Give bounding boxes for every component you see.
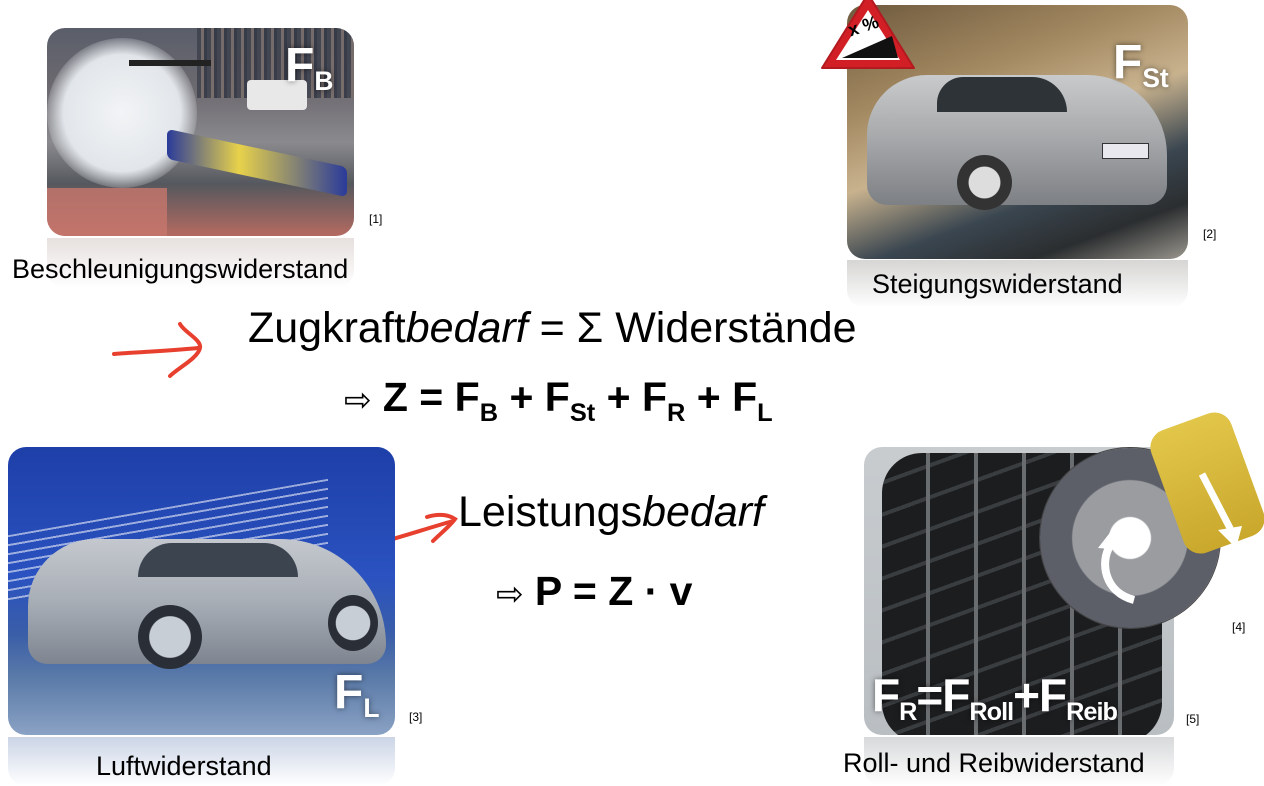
rotation-arrow-icon (1094, 528, 1154, 613)
caption-gradient-resistance: Steigungswiderstand (872, 269, 1123, 299)
traction-force-equation: ⇨ Z = FB + FSt + FR + FL (344, 374, 773, 428)
car-window (138, 543, 298, 577)
reference-4: [4] (1232, 620, 1246, 634)
image-reflection (847, 260, 1188, 308)
reference-5: [5] (1186, 712, 1200, 726)
wheel (138, 605, 202, 669)
wheel (957, 155, 1012, 210)
caption-rolling-friction-resistance: Roll- und Reibwiderstand (843, 748, 1145, 778)
acceleration-resistance-image: FB (47, 28, 354, 236)
implies-arrow-icon: ⇨ (496, 575, 524, 612)
reference-3: [3] (409, 710, 423, 724)
dragster-body (167, 128, 347, 198)
caption-acceleration-resistance: Beschleunigungswiderstand (12, 254, 349, 284)
image-reflection (8, 737, 395, 786)
traction-demand-heading: Zugkraftbedarf = Σ Widerstände (248, 304, 857, 352)
gradient-resistance-image: FSt (847, 5, 1188, 259)
reference-2: [2] (1203, 227, 1217, 241)
force-label-fl: FL (334, 666, 380, 724)
image-reflection (47, 238, 354, 288)
implies-arrow-icon: ⇨ (344, 381, 372, 418)
track-stripe (47, 188, 167, 236)
friction-formula: FR=FRoll+FReib (872, 669, 1118, 726)
gradient-warning-sign-icon: x % (818, 0, 918, 72)
license-plate (1102, 143, 1149, 159)
image-reflection (864, 737, 1174, 786)
hand-drawn-arrow-1 (108, 318, 208, 387)
power-equation: ⇨ P = Z · v (496, 568, 693, 614)
force-label-fst: FSt (1113, 36, 1169, 94)
service-van (247, 80, 307, 110)
car-window (937, 77, 1067, 112)
reference-1: [1] (369, 212, 383, 226)
clamp-arrow-icon (1196, 470, 1246, 555)
rear-wing (129, 60, 211, 66)
caption-air-resistance: Luftwiderstand (96, 751, 272, 781)
power-demand-heading: Leistungsbedarf (458, 488, 765, 536)
air-resistance-image: FL (8, 447, 395, 735)
force-label-fb: FB (285, 39, 334, 97)
wheel (328, 595, 378, 651)
